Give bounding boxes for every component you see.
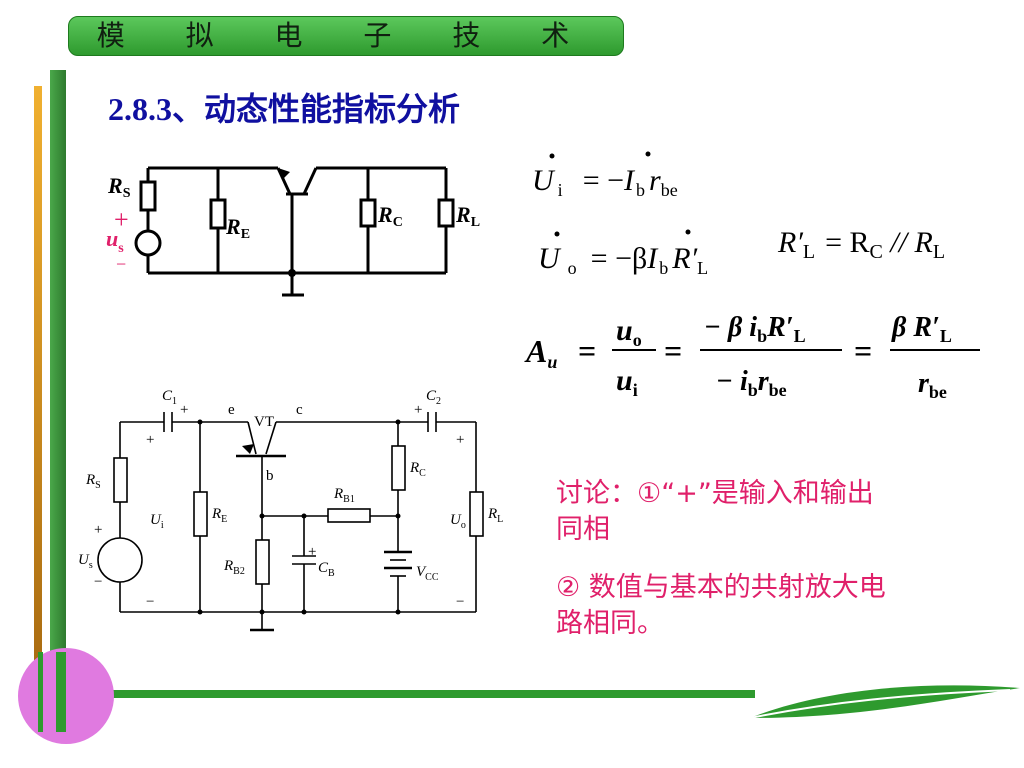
rl-label: RL (455, 202, 480, 230)
frame-green-bar (50, 70, 66, 690)
svg-text:uo: uo (616, 314, 642, 350)
full-circuit: C1 + C2 + e c VT b RS RE RC RB1 RB2 CB +… (78, 388, 503, 632)
svg-text:rbe: rbe (918, 368, 947, 402)
decor-circle (18, 648, 114, 744)
svg-text:=: = (578, 333, 596, 369)
svg-text:−: − (94, 574, 102, 590)
svg-text:C1: C1 (162, 388, 177, 407)
rs-label: RS (107, 173, 131, 201)
frame-orange-bar (34, 86, 42, 686)
svg-text:=: = (854, 333, 872, 369)
svg-text:+: + (308, 544, 316, 560)
small-signal-circuit: RS + us − RE RC RL (106, 166, 480, 297)
svg-text:Au: Au (524, 333, 557, 372)
svg-text:ui: ui (616, 364, 638, 400)
svg-text:− β ibR′L: − β ibR′L (704, 312, 806, 346)
header-bar (68, 16, 624, 56)
discussion-line-2: 同相 (556, 514, 610, 545)
svg-text:e: e (228, 402, 235, 418)
svg-text:− ibrbe: − ibrbe (716, 366, 787, 400)
eq-rl-def: R′L= RC // RL (777, 226, 945, 263)
svg-text:β R′L: β R′L (891, 312, 952, 346)
rc-label: RC (377, 202, 403, 230)
svg-text:RC: RC (409, 460, 426, 479)
svg-text:CB: CB (318, 560, 335, 579)
frame-bottom-bar (50, 690, 755, 698)
svg-text:+: + (456, 432, 464, 448)
svg-text:+: + (94, 522, 102, 538)
svg-text:RB1: RB1 (333, 486, 355, 505)
svg-text:RE: RE (211, 506, 227, 525)
svg-text:RB2: RB2 (223, 558, 245, 577)
decor-circle-bar-v2 (56, 652, 66, 732)
svg-text:Ui: Ui (150, 512, 164, 531)
svg-text:−: − (146, 594, 154, 610)
header-title: 模 拟 电 子 技 术 (96, 19, 596, 52)
discussion-line-3: ② 数值与基本的共射放大电 (556, 572, 886, 603)
svg-text:RS: RS (85, 472, 101, 491)
svg-text:RL: RL (487, 506, 503, 525)
svg-text:−: − (456, 594, 464, 610)
decor-leaf (749, 685, 1020, 719)
svg-text:+: + (414, 402, 422, 418)
svg-text:Us: Us (78, 552, 93, 571)
svg-text:VT: VT (254, 414, 274, 430)
re-label: RE (225, 214, 250, 242)
discussion-line-4: 路相同。 (556, 608, 664, 639)
discussion-line-1: 讨论：①“+”是输入和输出 (556, 478, 874, 509)
us-plus: + (114, 205, 129, 234)
svg-text:+: + (180, 402, 188, 418)
svg-text:c: c (296, 402, 303, 418)
decor-circle-bar-v1 (38, 652, 43, 732)
eq-au: Au = uo ui = − β ibR′L − ibrbe = β R′L r… (524, 312, 980, 402)
svg-text:b: b (266, 468, 274, 484)
section-title: 2.8.3、动态性能指标分析 (108, 91, 461, 127)
svg-text:+: + (146, 432, 154, 448)
us-minus: − (116, 254, 126, 274)
us-label: us (106, 226, 124, 256)
discussion-block: 讨论：①“+”是输入和输出 同相 ② 数值与基本的共射放大电 路相同。 (556, 476, 996, 642)
svg-text:VCC: VCC (416, 564, 439, 583)
svg-text:=: = (664, 333, 682, 369)
svg-text:Uo: Uo (450, 512, 466, 531)
svg-text:C2: C2 (426, 388, 441, 407)
